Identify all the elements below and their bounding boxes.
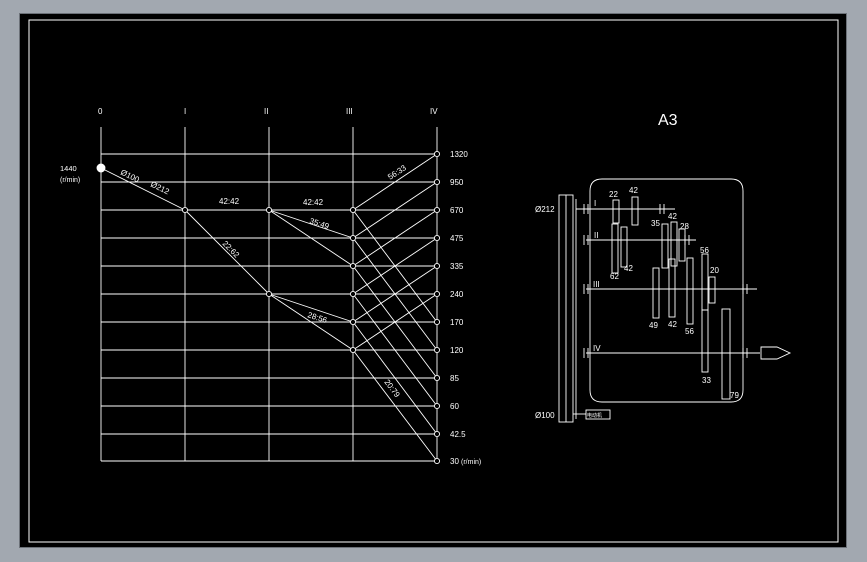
teeth-label: 56 (685, 327, 694, 336)
gear-42-d (668, 258, 676, 318)
gear-33 (701, 309, 709, 373)
shaft-label-3: III (346, 107, 353, 116)
shaft-label-1: I (184, 107, 186, 116)
speed-value-labels: 1320 950 670 475 335 240 170 120 85 60 4… (450, 150, 481, 466)
shaft-label-II: II (594, 231, 598, 240)
ratio-2-3-a: 42:42 (303, 198, 324, 207)
teeth-label: 49 (649, 321, 658, 330)
teeth-label: 79 (730, 391, 739, 400)
sheet-size-label: A3 (658, 112, 678, 129)
teeth-label: 22 (609, 190, 618, 199)
speed-label: 170 (450, 318, 464, 327)
teeth-label: 62 (610, 272, 619, 281)
speed-label: 950 (450, 178, 464, 187)
speed-label: 1320 (450, 150, 468, 159)
transmission-rays (100, 153, 438, 462)
gear-56-a (686, 257, 694, 325)
ratio-1-2: 22:62 (221, 239, 242, 260)
speed-label: 30 (450, 457, 459, 466)
speed-label: 42.5 (450, 430, 466, 439)
speed-label: 120 (450, 346, 464, 355)
gear-20 (708, 276, 716, 304)
gear-35 (661, 223, 669, 269)
teeth-label: 28 (680, 222, 689, 231)
teeth-label: 33 (702, 376, 711, 385)
spindle-nose (760, 346, 792, 360)
teeth-label: 56 (700, 246, 709, 255)
speed-label: 240 (450, 290, 464, 299)
pulley-big-label: Ø212 (535, 205, 555, 214)
gear-28 (678, 228, 686, 262)
ratio-3-4-top: 56:33 (386, 163, 408, 182)
teeth-label: 42 (629, 186, 638, 195)
gear-42-a (631, 196, 639, 226)
gear-62 (611, 223, 619, 274)
speed-gridlines (101, 153, 437, 462)
bearings (583, 204, 748, 358)
pulley-small-label: Ø100 (535, 411, 555, 420)
gear-22 (612, 199, 620, 224)
speed-label: 335 (450, 262, 464, 271)
shaft-label-0: 0 (98, 107, 103, 116)
gear-42-c (670, 221, 678, 267)
speed-label: 85 (450, 374, 459, 383)
motor-speed-label: 1440 (60, 164, 77, 173)
drawing-canvas: A3 (20, 14, 846, 547)
motor-label: 电动机 (587, 412, 602, 419)
shaft-label-IV: IV (593, 344, 601, 353)
teeth-label: 20 (710, 266, 719, 275)
gearbox-diagram (558, 178, 792, 423)
teeth-label: 42 (624, 264, 633, 273)
speed-nodes (96, 150, 441, 465)
shaft-labels: 0 I II III IV (98, 107, 438, 116)
gear-42-b (620, 226, 628, 268)
speed-label: 670 (450, 206, 464, 215)
shaft-label-4: IV (430, 107, 438, 116)
speed-unit-bottom: (r/min) (461, 459, 481, 466)
teeth-label: 42 (668, 320, 677, 329)
gear-49 (652, 267, 660, 319)
ratio-0-1: 42:42 (219, 197, 240, 206)
gearbox-housing (589, 178, 744, 403)
motor-speed-unit: (r/min) (60, 177, 80, 184)
teeth-label: 35 (651, 219, 660, 228)
speed-label: 60 (450, 402, 459, 411)
drawing-svg: A3 (28, 19, 839, 543)
shaft-label-2: II (264, 107, 268, 116)
ratio-3-4-bottom: 20:79 (382, 378, 402, 400)
speed-chart (96, 127, 441, 465)
gearbox-labels: Ø212 Ø100 I II III IV 22 42 62 42 35 42 … (535, 186, 739, 420)
shaft-label-I: I (594, 199, 596, 208)
motor (585, 409, 611, 420)
shaft-label-III: III (593, 280, 600, 289)
inner-frame (28, 19, 839, 543)
speed-label: 475 (450, 234, 464, 243)
ratio-2-3-b: 35:49 (308, 216, 330, 231)
gear-56-b (701, 253, 709, 311)
teeth-label: 42 (668, 212, 677, 221)
gear-79 (721, 308, 731, 400)
gears (611, 196, 731, 400)
